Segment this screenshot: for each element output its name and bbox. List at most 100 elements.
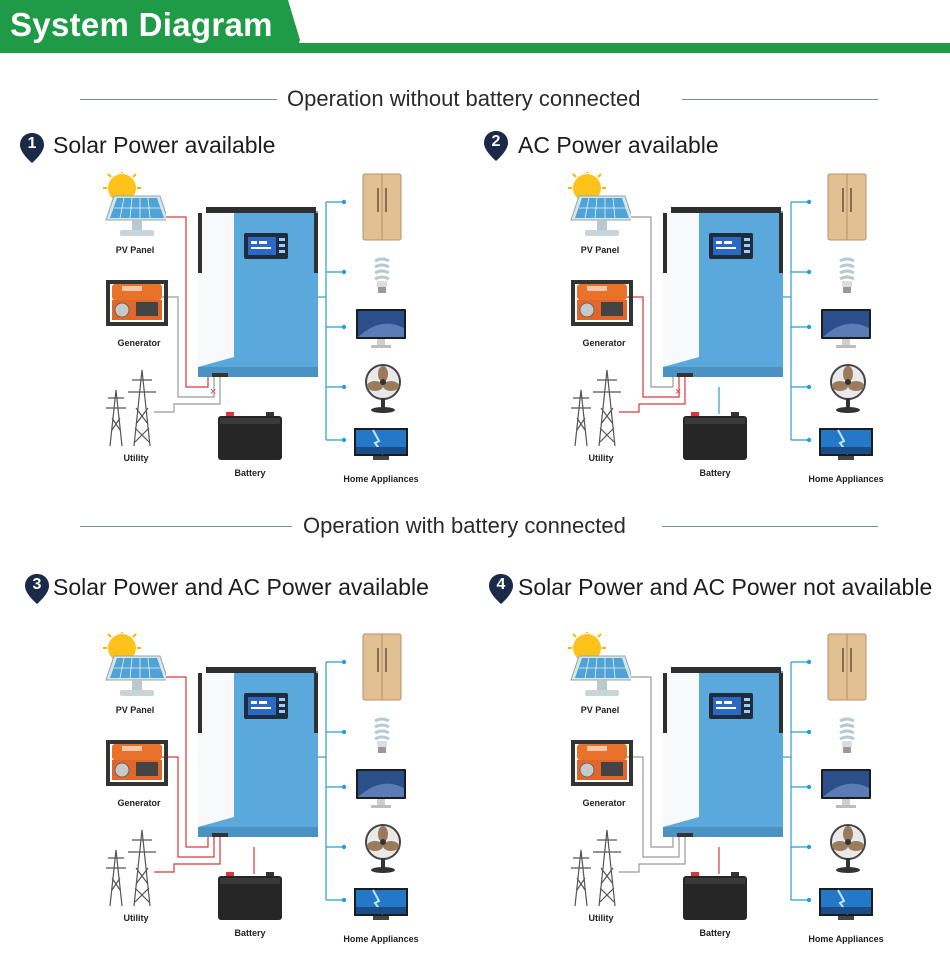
generator-wire [623,296,680,398]
plug-icon [341,269,347,275]
header-tab [0,0,300,50]
battery-label: Battery [234,928,266,938]
generator-icon [106,280,168,326]
plug-icon [341,844,347,850]
fridge-icon [362,633,402,701]
tv-icon [354,888,408,920]
home-appliances-label: Home Appliances [343,474,419,484]
number-pin-icon: 2 [484,131,508,161]
wiring: × [154,199,347,443]
inverter-icon [198,207,318,377]
plug-icon [341,384,347,390]
fan-icon [830,364,866,413]
inverter-icon [663,207,783,377]
generator-label: Generator [117,338,161,348]
section-divider-right [662,526,878,527]
cross-icon: × [675,386,681,398]
generator-label: Generator [582,798,626,808]
tv-icon [819,428,873,460]
home-appliances-label: Home Appliances [808,474,884,484]
home-appliances-label: Home Appliances [808,934,884,944]
power-tower-icon [571,829,621,907]
utility-label: Utility [123,913,149,923]
monitor-icon [356,309,406,348]
scenario-number: 4 [496,576,506,593]
plug-icon [806,784,812,790]
plug-icon [806,897,812,903]
scenario-title: Solar Power and AC Power available [53,574,429,600]
home-appliances-label: Home Appliances [343,934,419,944]
section-divider-left [80,99,277,100]
fridge-icon [827,633,867,701]
plug-icon [806,844,812,850]
scenario-number: 2 [491,133,501,150]
pv-wire [158,216,209,388]
tv-icon [354,428,408,460]
plug-icon [341,437,347,443]
scenario-title: AC Power available [518,132,719,158]
pv-wire [623,216,674,388]
bulb-icon [374,717,390,753]
tv-icon [819,888,873,920]
battery-icon [683,412,747,460]
wiring [154,659,347,903]
pv-panel-label: PV Panel [580,705,620,715]
solar-panel-icon [568,632,631,696]
utility-wire [619,377,686,413]
battery-label: Battery [699,468,731,478]
section-title-with-battery: Operation with battery connected [303,513,626,538]
generator-label: Generator [582,338,626,348]
number-pin-icon: 1 [20,133,44,163]
solar-panel-icon [103,632,166,696]
plug-icon [341,199,347,205]
battery-label: Battery [234,468,266,478]
scenario-title: Solar Power and AC Power not available [518,574,933,600]
number-pin-icon: 4 [489,574,513,604]
plug-icon [806,437,812,443]
scenario-number: 1 [27,135,37,152]
wiring: × [619,199,812,443]
monitor-icon [821,769,871,808]
scenario-diagram: PV Panel Generator Utility [18,632,478,962]
bulb-icon [839,257,855,293]
page-title: System Diagram [10,6,273,43]
battery-icon [683,872,747,920]
scenario-diagram: × PV Panel [18,172,478,502]
monitor-icon [356,769,406,808]
fan-icon [365,824,401,873]
scenario-diagram: × PV Panel [483,172,943,502]
fan-icon [365,364,401,413]
solar-panel-icon [103,172,166,236]
power-tower-icon [106,829,156,907]
generator-icon [106,740,168,786]
fridge-icon [827,173,867,241]
inverter-icon [198,667,318,837]
plug-icon [341,659,347,665]
bulb-icon [839,717,855,753]
utility-label: Utility [588,913,614,923]
plug-icon [806,199,812,205]
wiring [619,659,812,903]
plug-icon [341,784,347,790]
generator-label: Generator [117,798,161,808]
fan-icon [830,824,866,873]
scenario-diagram: PV Panel Generator Utility [483,632,943,962]
plug-icon [341,897,347,903]
battery-icon [218,872,282,920]
utility-wire [154,837,221,873]
section-divider-left [80,526,292,527]
scenario-number: 3 [32,576,42,593]
battery-icon [218,412,282,460]
scenario-title: Solar Power available [53,132,276,158]
pv-panel-label: PV Panel [115,705,155,715]
utility-label: Utility [588,453,614,463]
pv-wire [623,676,674,848]
fridge-icon [362,173,402,241]
section-divider-right [682,99,878,100]
battery-label: Battery [699,928,731,938]
bulb-icon [374,257,390,293]
generator-wire [158,756,215,858]
pv-wire [158,676,209,848]
pv-panel-label: PV Panel [580,245,620,255]
generator-icon [571,740,633,786]
